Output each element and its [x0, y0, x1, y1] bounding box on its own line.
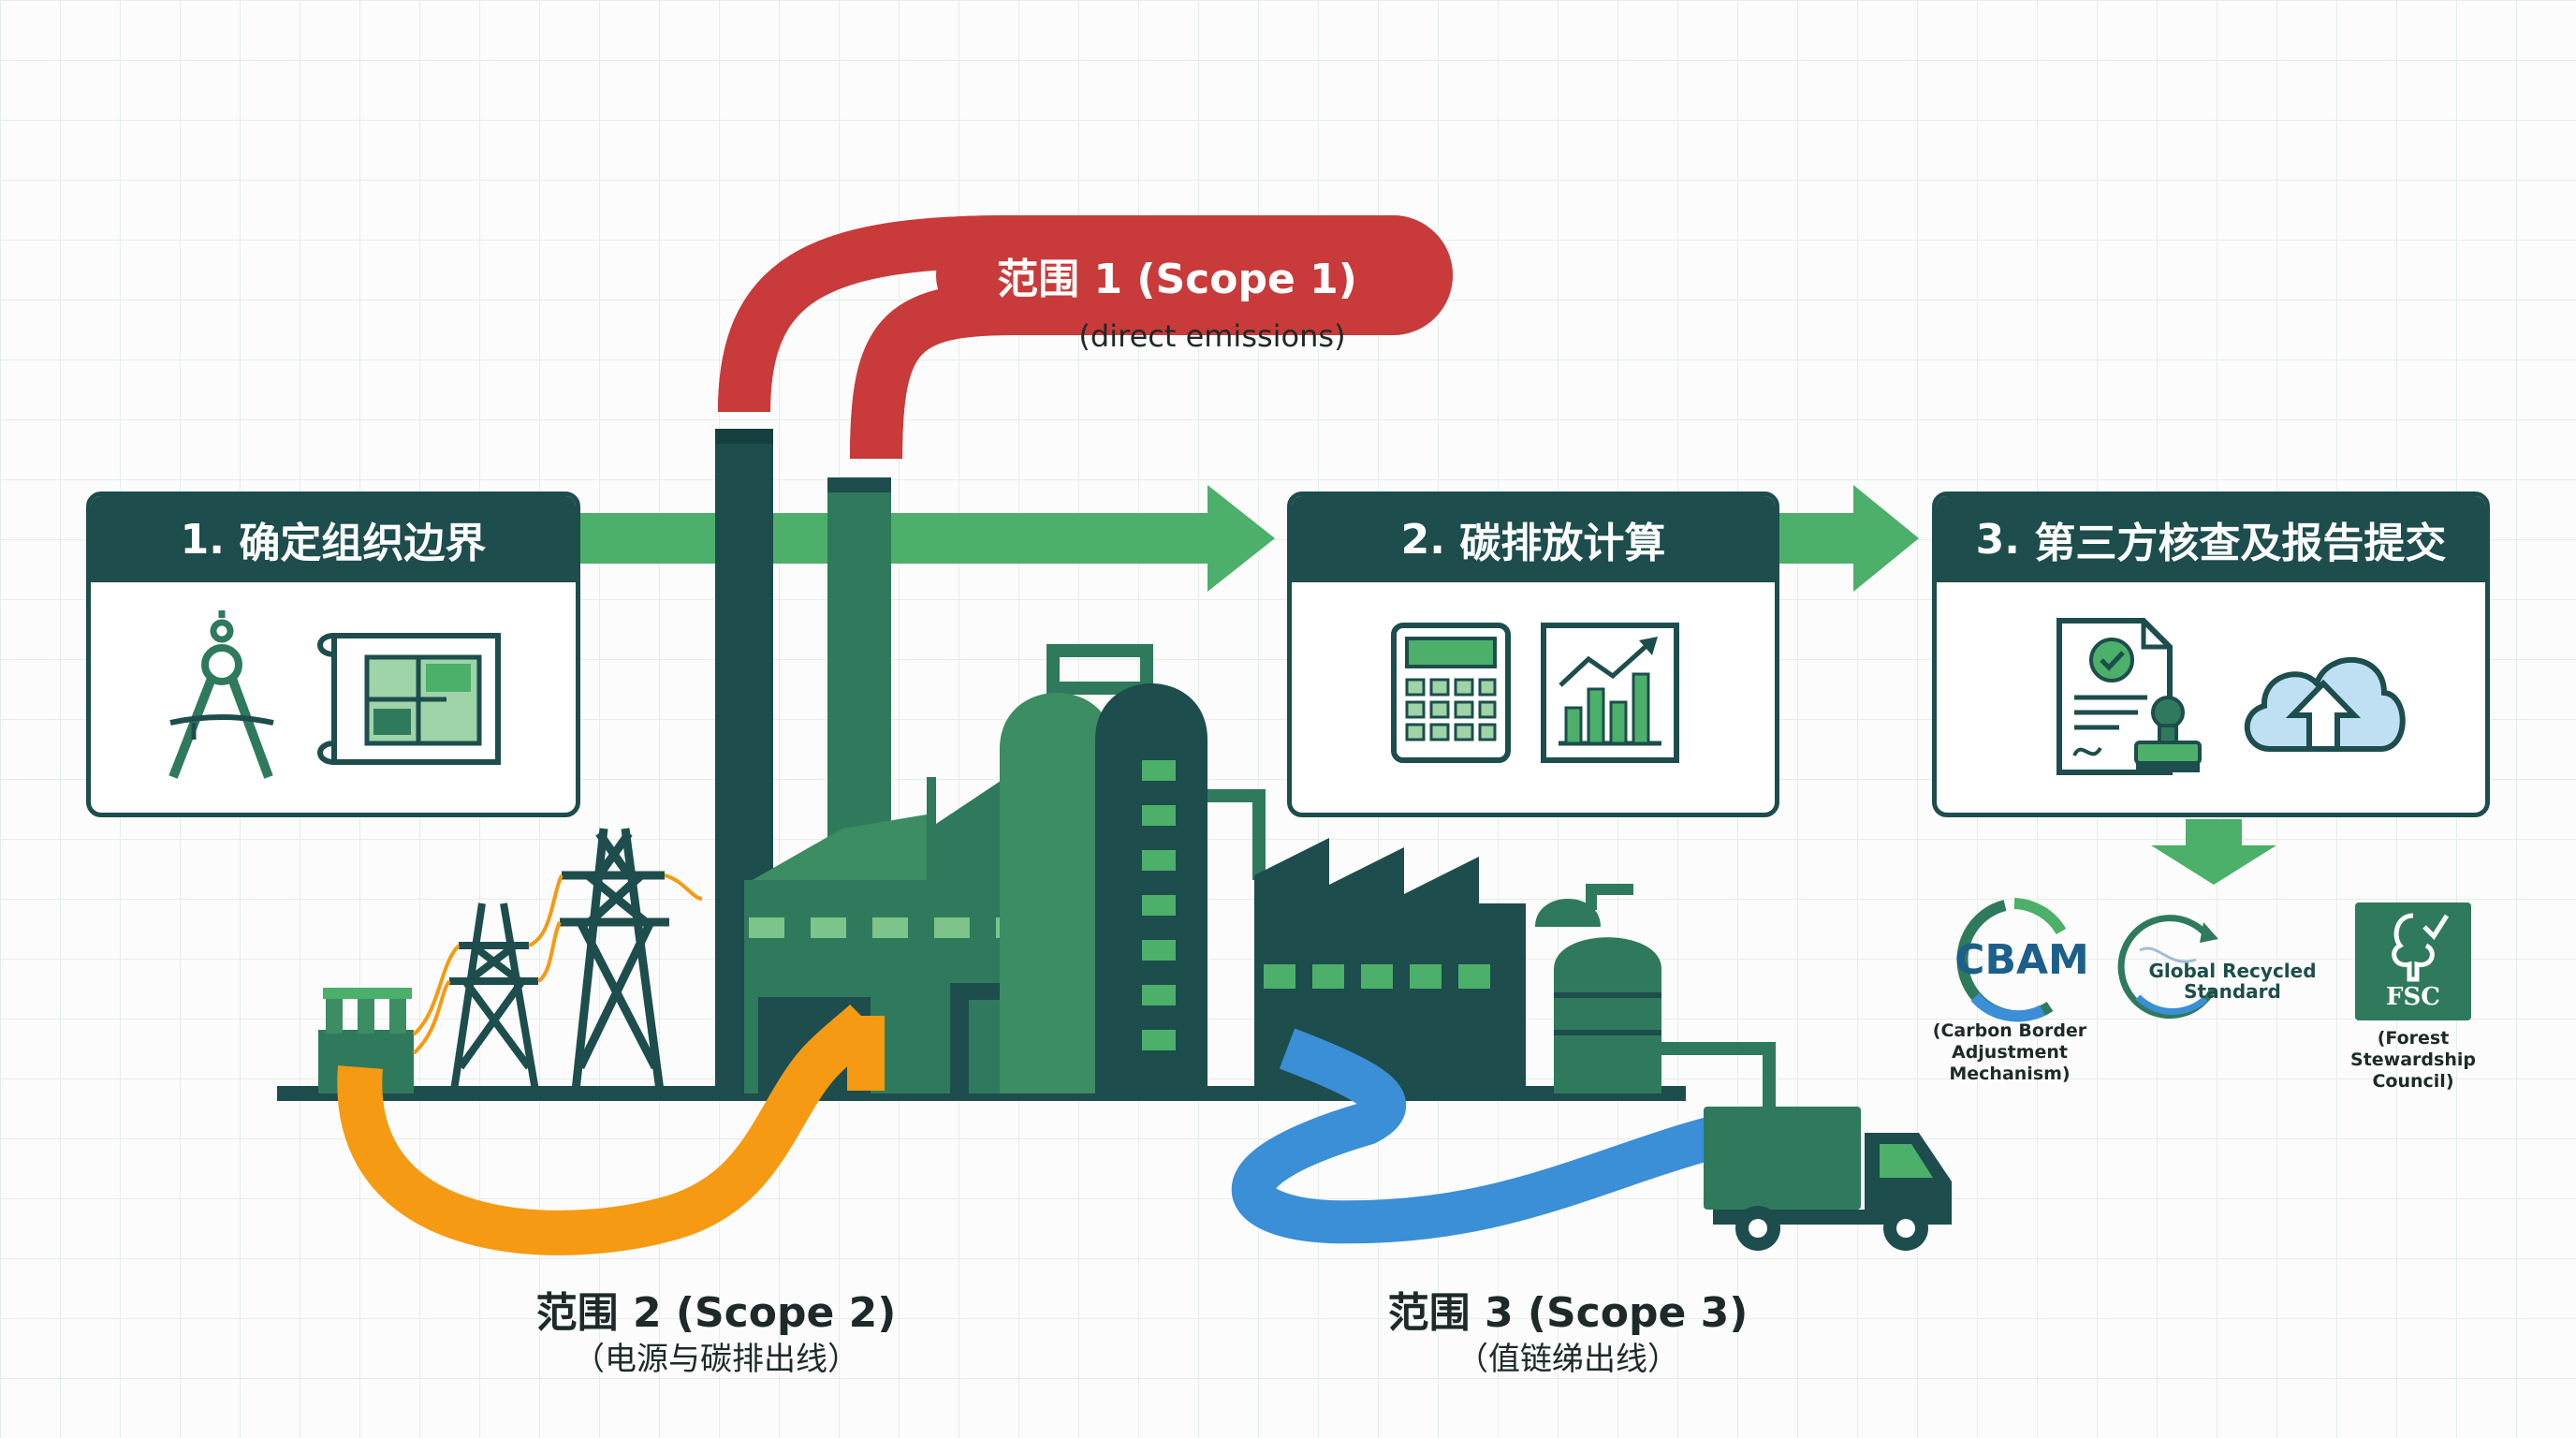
transmission-tower-large [560, 828, 669, 1092]
scope2-subtitle: （电源与碳排出线） [573, 1341, 859, 1378]
storage-tanks [1000, 644, 1266, 1093]
recycle-globe-icon [2117, 915, 2218, 1020]
fsc-logo-badge: FSC [2355, 902, 2471, 1020]
step-1-title: 确定组织边界 [239, 520, 487, 567]
secondary-factory-building [1254, 838, 1776, 1109]
compass-icon [168, 610, 274, 779]
verified-document-stamp-icon [2056, 618, 2202, 775]
transmission-tower-small [449, 902, 539, 1092]
step-2-number: 2. [1400, 515, 1445, 564]
flow-arrow-1-to-2 [576, 485, 1275, 592]
step-2-card: 2. 碳排放计算 [1287, 492, 1779, 817]
step-3-card: 3. 第三方核查及报告提交 [1932, 492, 2490, 817]
step-2-title: 碳排放计算 [1459, 520, 1666, 567]
fsc-logo-text: FSC [2386, 983, 2440, 1011]
step-3-number: 3. [1975, 515, 2020, 564]
tree-check-icon [2392, 913, 2450, 982]
fsc-caption: (Forest Stewardship Council) [2350, 1028, 2476, 1092]
step-1-card: 1. 确定组织边界 [86, 492, 580, 817]
flow-arrow-down-to-certifications [2151, 819, 2276, 885]
cbam-logo-text: CBAM [1954, 936, 2089, 984]
scope1-label-band [936, 225, 1418, 326]
step-3-title: 第三方核查及报告提交 [2034, 520, 2447, 567]
flow-arrow-2-to-3 [1777, 485, 1919, 592]
power-lines [412, 873, 703, 1055]
scope2-electricity-pipe [337, 1004, 882, 1255]
scope3-subtitle: （值链绨出线） [1456, 1341, 1679, 1378]
grs-logo-text: Global Recycled Standard [2148, 960, 2317, 1003]
cloud-upload-icon [2244, 657, 2406, 752]
truck [1704, 1107, 1952, 1251]
chimney-right [827, 477, 891, 871]
step-1-header: 1. 确定组织边界 [91, 496, 576, 582]
floor-plan-icon [317, 633, 501, 765]
scope3-title: 范围 3 (Scope 3) [1387, 1289, 1749, 1337]
scope3-value-chain-pipe [1231, 1028, 1719, 1244]
step-1-number: 1. [180, 515, 225, 564]
scope1-subtitle: (direct emissions) [1078, 318, 1346, 354]
step-3-header: 3. 第三方核查及报告提交 [1937, 496, 2485, 582]
step-2-header: 2. 碳排放计算 [1292, 496, 1775, 582]
calculator-icon [1391, 623, 1511, 763]
scope2-title: 范围 2 (Scope 2) [535, 1289, 897, 1337]
cbam-logo-icon [1956, 898, 2067, 1022]
scope1-title: 范围 1 (Scope 1) [997, 256, 1357, 303]
cbam-caption: (Carbon Border Adjustment Mechanism) [1932, 1020, 2087, 1084]
growth-chart-icon [1541, 623, 1679, 763]
